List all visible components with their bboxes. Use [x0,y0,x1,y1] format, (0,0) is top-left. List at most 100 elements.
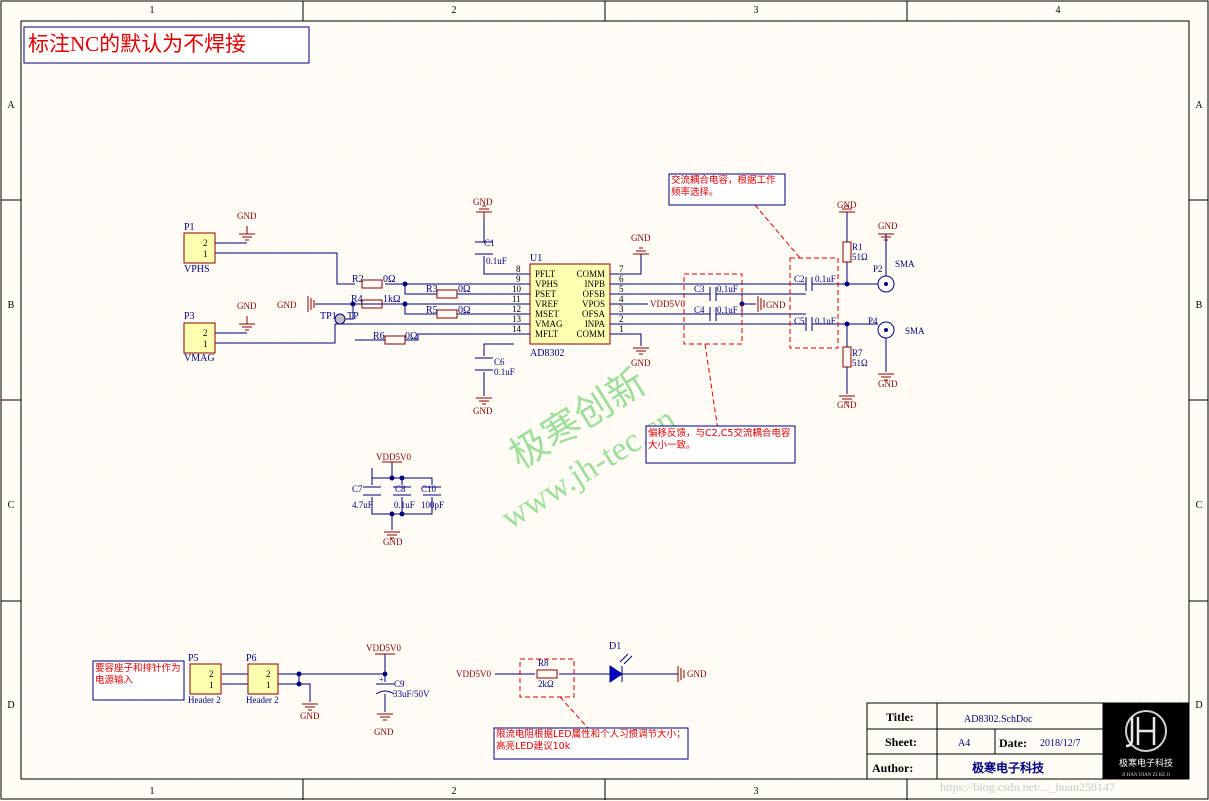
gnd-label: GND [878,379,898,389]
gnd-label: GND [878,221,898,231]
p1-value: VPHS [184,264,210,275]
u1-pin-name: VREF [535,299,558,309]
gnd-label: GND [631,358,651,368]
vdd-label-u1: VDD5V0 [650,299,685,309]
frame-col-1-bottom: 1 [150,786,155,797]
note-power-input: 要容座子和排针作为电源输入 [92,660,185,701]
title-value: AD8302.SchDoc [964,714,1033,725]
vdd-label-c9: VDD5V0 [366,643,401,653]
gnd-label: GND [766,300,786,310]
p3-ref: P3 [184,311,195,322]
sma-connector-p4[interactable]: P4 SMA [868,316,925,339]
u1-pin-name: COMM [576,269,605,279]
capacitor-c5[interactable]: C5 0.1uF [794,316,836,331]
capacitor-c10[interactable]: C10 100pF [421,484,444,510]
resistor-r7[interactable]: R7 51Ω [842,346,868,368]
gnd-label: GND [300,711,320,721]
c5-value: 0.1uF [815,316,836,326]
resistor-r4[interactable]: R4 1kΩ [351,294,400,309]
d1-ref: D1 [609,641,621,652]
p3-pin1: 1 [203,339,208,349]
tp1-ref: TP1 [320,311,337,322]
u1-pin-num: 11 [512,294,521,304]
r3-value: 0Ω [458,284,470,295]
c9-ref: C9 [394,679,405,689]
p3-value: VMAG [184,353,215,364]
resistor-r1[interactable]: R1 51Ω [842,241,868,263]
capacitor-c6[interactable]: C6 0.1uF [475,357,515,377]
connector-p5[interactable]: P5 Header 2 2 1 [188,653,222,705]
u1-part: AD8302 [530,348,564,359]
p5-pin2: 2 [209,669,214,679]
p2-ref: P2 [873,264,883,274]
c7-ref: C7 [352,484,363,494]
resistor-r6[interactable]: R6 0Ω [373,331,417,345]
capacitor-c9[interactable]: + C9 33uF/50V [375,675,430,699]
p4-label: SMA [905,326,925,336]
note-led-resistor: 限流电阻根据LED属性和个人习惯调节大小；高亮LED建议10k [493,727,689,760]
led-d1[interactable]: D1 [609,641,633,683]
gnd-label: GND [277,300,297,310]
logo-text: 极寒电子科技 [1119,757,1173,768]
u1-pin-num: 12 [512,304,521,314]
p1-pin2: 2 [203,238,208,248]
capacitor-c3[interactable]: C3 0.1uF [694,284,738,301]
connector-p6[interactable]: P6 Header 2 2 1 [246,653,279,705]
u1-pin-name: MFLT [535,329,559,339]
r7-ref: R7 [852,348,863,358]
r8-ref: R8 [538,658,549,668]
title-note: 标注NC的默认为不焊接 [23,26,310,64]
u1-ad8302[interactable]: U1 AD8302 8 9 10 11 12 13 14 PFLT VPHS P… [512,253,625,359]
capacitor-c2[interactable]: C2 0.1uF [794,274,836,291]
sma-connector-p2[interactable]: P2 SMA [873,259,915,293]
u1-pin-num: 8 [516,264,521,274]
r6-ref: R6 [373,331,385,342]
company-logo: 极寒电子科技 JI HAN DIAN ZI KE JI [1103,703,1189,779]
c5-ref: C5 [794,316,805,326]
c10-value: 100pF [421,500,444,510]
annotation-marks [519,204,839,729]
resistor-r5[interactable]: R5 0Ω [426,305,470,319]
connector-p1[interactable]: P1 VPHS 2 1 [183,222,216,275]
junctions [296,281,850,687]
note-ac-coupling: 交流耦合电容，根据工作频率选择。 [668,173,786,206]
r1-value: 51Ω [852,252,868,262]
capacitor-c4[interactable]: C4 0.1uF [694,305,738,321]
capacitor-c1[interactable]: C1 0.1uF [475,238,507,266]
u1-pin-num: 13 [512,314,522,324]
capacitor-c8[interactable]: C8 0.1uF [393,484,415,510]
u1-pin-name: OFSA [582,309,606,319]
tp1-value: TP [347,311,359,322]
gnd-symbol: GND [277,296,315,312]
date-label: Date: [999,736,1027,750]
frame-row-d: D [7,700,14,711]
test-point-tp1[interactable]: TP1 TP [320,311,359,325]
resistor-r2[interactable]: R2 0Ω [352,274,395,289]
note-power-input-text: 要容座子和排针作为电源输入 [95,663,181,686]
frame-col-3: 3 [754,5,759,16]
r4-ref: R4 [351,294,363,305]
resistor-r3[interactable]: R3 0Ω [426,284,470,299]
note-offset-feedback: 偏移反馈，与C2,C5交流耦合电容大小一致。 [645,425,796,464]
u1-pin-name: VPOS [582,299,605,309]
capacitor-c7[interactable]: C7 4.7uF [352,484,381,510]
r8-value: 2kΩ [538,679,554,689]
u1-ref: U1 [530,253,542,264]
c8-value: 0.1uF [394,500,415,510]
u1-pin-name: OFSB [582,289,605,299]
resistor-r8[interactable]: R8 2kΩ [536,658,558,689]
c9-value: 33uF/50V [393,689,430,699]
u1-pin-num: 10 [512,284,522,294]
u1-pin-name: COMM [576,329,605,339]
u1-pin-name: VMAG [535,319,563,329]
c6-ref: C6 [494,357,505,367]
r2-value: 0Ω [383,274,395,285]
p5-ref: P5 [188,653,199,664]
c8-ref: C8 [395,484,406,494]
note-led-resistor-text: 限流电阻根据LED属性和个人习惯调节大小；高亮LED建议10k [496,729,686,752]
gnd-label: GND [237,211,257,221]
date-value: 2018/12/7 [1040,738,1081,749]
c10-ref: C10 [421,484,437,494]
connector-p3[interactable]: P3 VMAG 2 1 [183,311,216,364]
